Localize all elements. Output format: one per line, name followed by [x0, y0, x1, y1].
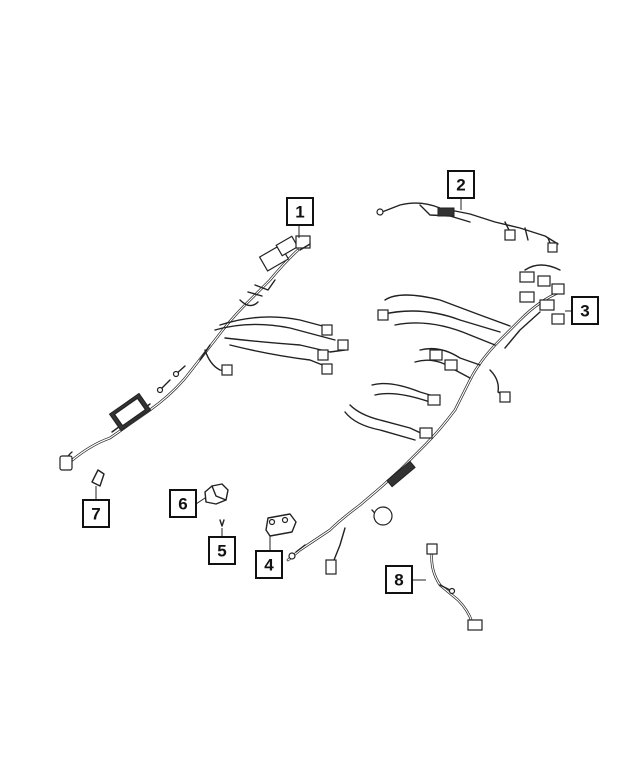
callout-7-label: 7 [91, 505, 100, 524]
fastener-part-5 [219, 519, 225, 538]
callout-1: 1 [286, 197, 314, 226]
harness-part-8 [411, 543, 483, 631]
callout-2: 2 [447, 170, 475, 199]
callout-3-label: 3 [580, 302, 589, 321]
bracket-part-4 [265, 513, 297, 552]
callout-6-label: 6 [178, 495, 187, 514]
callout-3: 3 [571, 296, 599, 325]
callout-5-label: 5 [217, 542, 226, 561]
harness-part-2 [376, 198, 559, 253]
callout-5: 5 [208, 536, 236, 565]
callout-4-label: 4 [264, 556, 274, 575]
callout-1-label: 1 [295, 203, 304, 222]
callout-8: 8 [385, 565, 413, 594]
callout-7: 7 [82, 499, 110, 528]
harness-part-1 [59, 225, 349, 471]
bracket-part-7 [91, 469, 105, 500]
callout-2-label: 2 [456, 176, 465, 195]
callout-6: 6 [169, 489, 197, 518]
callout-4: 4 [255, 550, 283, 579]
clip-part-6 [195, 483, 229, 505]
callout-8-label: 8 [394, 571, 403, 590]
harness-part-3 [286, 264, 572, 575]
